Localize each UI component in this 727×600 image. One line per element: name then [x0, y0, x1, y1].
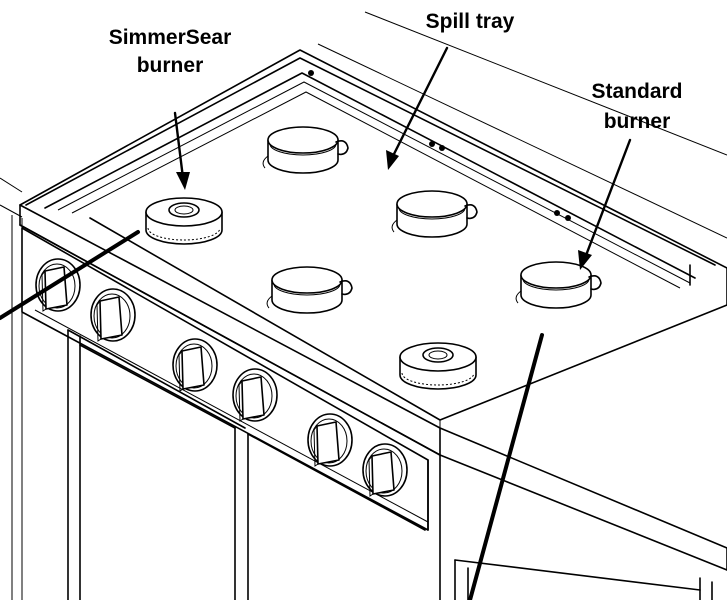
knob-4 [232, 368, 278, 422]
simmersear-burner-front [399, 342, 477, 390]
label-spill-tray: Spill tray [426, 10, 515, 33]
knob-1 [35, 258, 81, 312]
simmersear-burner-front-left [145, 197, 223, 245]
label-standard-line1: Standard [591, 80, 682, 103]
burner-middle [266, 266, 353, 314]
lower-cabinets [67, 329, 713, 600]
knob-3 [172, 338, 218, 392]
control-panel [19, 204, 727, 600]
burners [145, 126, 602, 390]
knob-2 [90, 288, 136, 342]
callout-spill-tray: Spill tray [426, 10, 515, 33]
label-simmersear-line1: SimmerSear [109, 26, 232, 49]
callout-simmersear: SimmerSear burner [109, 26, 232, 77]
cooktop-frame [19, 49, 727, 428]
knob-5 [307, 413, 353, 467]
callout-standard: Standard burner [591, 80, 682, 133]
burner-back-left [262, 126, 349, 174]
label-standard-line2: burner [604, 110, 671, 133]
leader-lines [0, 46, 632, 600]
standard-burner-right [515, 261, 602, 309]
knob-6 [362, 443, 408, 497]
burner-back-middle [391, 190, 478, 238]
label-simmersear-line2: burner [137, 54, 204, 77]
